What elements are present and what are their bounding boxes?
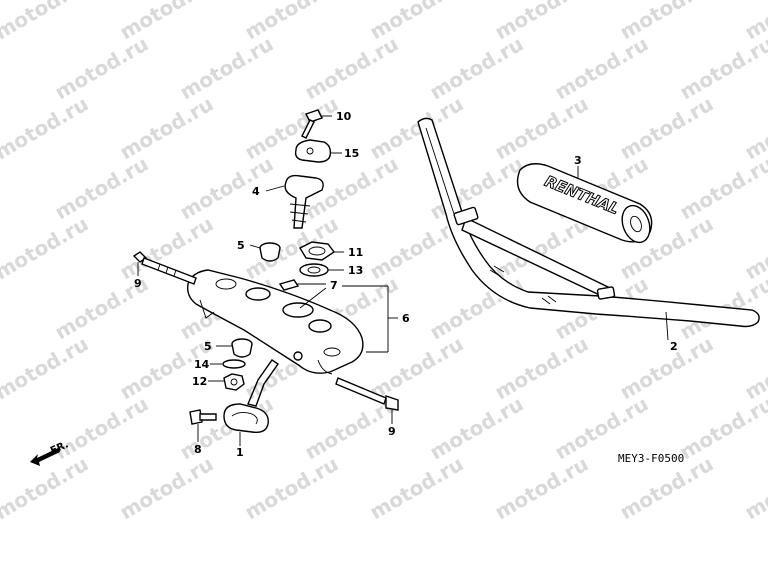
callout-4: 4 bbox=[252, 185, 260, 198]
watermark-text: motod.ru bbox=[676, 32, 768, 105]
upper-rubber bbox=[259, 242, 281, 262]
handlebar bbox=[417, 117, 760, 328]
watermark-text: motod.ru bbox=[0, 332, 92, 405]
arrow-left-icon bbox=[30, 448, 60, 466]
pinch-bolt-right bbox=[335, 377, 399, 411]
watermark-text: motod.ru bbox=[0, 212, 92, 285]
watermark-text: motod.ru bbox=[366, 332, 468, 405]
watermark-text: motod.ru bbox=[491, 452, 593, 525]
callout-labels: 10 15 4 5 11 13 7 9 6 5 14 12 9 8 1 3 2 bbox=[134, 110, 678, 459]
watermark-text: motod.ru bbox=[616, 92, 718, 165]
drawing-code: MEY3-F0500 bbox=[618, 452, 684, 465]
callout-13: 13 bbox=[348, 264, 363, 277]
watermark-text: motod.ru bbox=[551, 32, 653, 105]
watermark-text: motod.ru bbox=[426, 272, 528, 345]
callout-8: 8 bbox=[194, 443, 202, 456]
watermark-text: motod.ru bbox=[51, 392, 153, 465]
watermark-text: motod.ru bbox=[301, 32, 403, 105]
bridge-stud bbox=[293, 351, 303, 361]
watermark-text: motod.ru bbox=[0, 92, 92, 165]
watermark-text: motod.ru bbox=[491, 332, 593, 405]
watermark-text: motod.ru bbox=[51, 152, 153, 225]
callout-2: 2 bbox=[670, 340, 678, 353]
pinch-bolt-left bbox=[132, 251, 197, 285]
callout-10: 10 bbox=[336, 110, 352, 123]
watermark-text: motod.ru bbox=[616, 332, 718, 405]
callout-11: 11 bbox=[348, 246, 363, 259]
callout-1: 1 bbox=[236, 446, 244, 459]
leader-lines bbox=[137, 115, 669, 446]
callout-9: 9 bbox=[134, 277, 142, 290]
watermark-text: motod.ru bbox=[241, 452, 343, 525]
watermark-text: motod.ru bbox=[116, 452, 218, 525]
crossbar-pad: RENTHAL bbox=[516, 163, 653, 244]
upper-handlebar-holder bbox=[284, 109, 332, 229]
watermark-text: motod.ru bbox=[0, 0, 92, 44]
watermark-text: motod.ru bbox=[676, 152, 768, 225]
watermark-text: motod.ru bbox=[426, 392, 528, 465]
lower-handlebar-holder bbox=[189, 359, 279, 434]
watermark-text: motod.ru bbox=[426, 32, 528, 105]
top-bridge bbox=[186, 269, 364, 375]
watermark-text: motod.ru bbox=[176, 152, 278, 225]
watermark-text: motod.ru bbox=[676, 392, 768, 465]
watermark-text: motod.ru bbox=[51, 32, 153, 105]
callout-6: 6 bbox=[402, 312, 410, 325]
callout-7: 7 bbox=[330, 279, 338, 292]
watermark-text: motod.ru bbox=[116, 92, 218, 165]
watermark-text: motod.ru bbox=[366, 452, 468, 525]
callout-15: 15 bbox=[344, 147, 359, 160]
callout-9-lower: 9 bbox=[388, 425, 396, 438]
callout-14: 14 bbox=[194, 358, 210, 371]
callout-5-lower: 5 bbox=[204, 340, 212, 353]
callout-5: 5 bbox=[237, 239, 245, 252]
lower-mount-parts bbox=[222, 338, 253, 391]
watermark-text: motod.ru bbox=[0, 452, 92, 525]
watermark-text: motod.ru bbox=[366, 92, 468, 165]
watermark-text: motod.ru bbox=[176, 32, 278, 105]
watermark-text: motod.ru bbox=[741, 452, 768, 525]
callout-12: 12 bbox=[192, 375, 207, 388]
stem-nut-washer bbox=[278, 241, 336, 291]
callout-3: 3 bbox=[574, 154, 582, 167]
